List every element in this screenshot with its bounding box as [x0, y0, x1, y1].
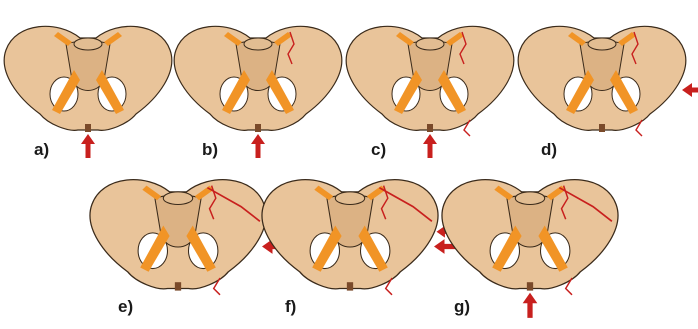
- pubic-symphysis: [175, 282, 181, 290]
- force-arrow: [251, 134, 265, 158]
- pelvis-e: [90, 180, 287, 295]
- pelvis-d: [518, 26, 698, 136]
- label-g: g): [454, 298, 470, 315]
- pubic-symphysis: [599, 124, 605, 132]
- label-d: d): [541, 141, 557, 158]
- pelvis-b: [174, 26, 342, 158]
- pubic-symphysis: [255, 124, 261, 132]
- lumbar-vertebra: [244, 38, 272, 50]
- pubic-symphysis: [85, 124, 91, 132]
- pubic-symphysis: [427, 124, 433, 132]
- lumbar-vertebra: [335, 192, 364, 205]
- force-arrow: [682, 83, 698, 97]
- pelvis-c: [346, 26, 514, 158]
- force-arrow: [423, 134, 437, 158]
- force-arrow: [523, 293, 538, 318]
- lumbar-vertebra: [163, 192, 192, 205]
- pelvis-a: [4, 26, 172, 158]
- lumbar-vertebra: [588, 38, 616, 50]
- pubic-symphysis: [347, 282, 353, 290]
- label-e: e): [118, 298, 133, 315]
- lumbar-vertebra: [416, 38, 444, 50]
- lumbar-vertebra: [515, 192, 544, 205]
- lumbar-vertebra: [74, 38, 102, 50]
- label-f: f): [285, 298, 296, 315]
- force-arrow: [81, 134, 95, 158]
- pelvis-f: [262, 180, 459, 295]
- label-b: b): [202, 141, 218, 158]
- label-c: c): [371, 141, 386, 158]
- pubic-symphysis: [527, 282, 533, 290]
- label-a: a): [34, 141, 49, 158]
